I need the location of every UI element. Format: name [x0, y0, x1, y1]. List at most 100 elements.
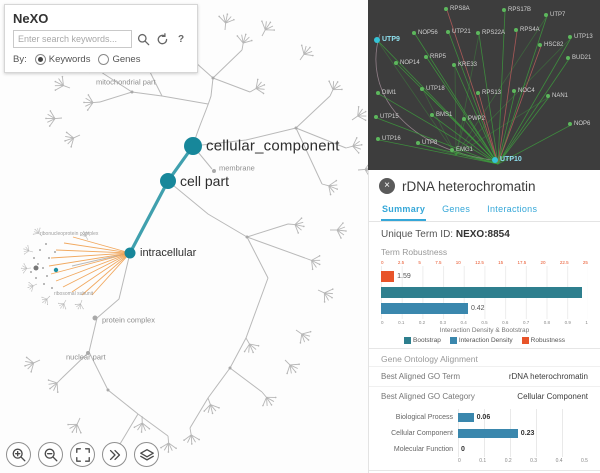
search-input[interactable] [13, 30, 132, 48]
network-edge [414, 33, 499, 165]
layers-button[interactable] [134, 442, 159, 467]
orange-edge-fan [48, 236, 131, 296]
network-node-rrp5[interactable]: RRP5 [424, 54, 446, 60]
best-go-term-row: Best Aligned GO Term rDNA heterochromati… [369, 366, 600, 386]
term-node-label-mitochondrial-part[interactable]: mitochondrial part [96, 77, 156, 87]
bar[interactable] [381, 287, 582, 298]
axis-tick: 7.5 [435, 260, 442, 265]
network-node-rps17b[interactable]: RPS17B [502, 7, 531, 13]
axis-tick: 1 [585, 320, 588, 325]
biological-process-section-header: Biological Process [369, 470, 600, 473]
network-edge [497, 124, 572, 165]
fit-to-screen-button[interactable] [70, 442, 95, 467]
details-tabs: Summary Genes Interactions [369, 198, 600, 222]
go-category-label: Molecular Function [393, 445, 453, 453]
term-node-label-nuclear-part[interactable]: nuclear part [66, 352, 106, 362]
network-node-utp15[interactable]: UTP15 [374, 114, 399, 120]
zoom-out-button[interactable] [38, 442, 63, 467]
search-icon[interactable] [135, 31, 151, 47]
network-node-utp10[interactable]: UTP10 [492, 156, 522, 163]
axis-tick: 0.7 [522, 320, 530, 325]
network-node-rps13[interactable]: RPS13 [476, 90, 501, 96]
axis-tick: 0.5 [581, 458, 588, 464]
term-node-label-cell-part[interactable]: cell part [180, 173, 230, 189]
term-node-label-ribonucleoprotein-complex[interactable]: ribonucleoprotein complex [40, 231, 99, 237]
bar[interactable] [381, 271, 395, 282]
tab-interactions[interactable]: Interactions [487, 204, 538, 214]
network-node-hsc82[interactable]: HSC82 [538, 42, 563, 48]
network-edge [422, 89, 499, 165]
node-dot-icon [566, 56, 570, 60]
reset-icon[interactable] [154, 31, 170, 47]
network-node-noc4[interactable]: NOC4 [512, 88, 535, 94]
term-node-label-cellular-component[interactable]: cellular_component [206, 137, 340, 155]
go-category-label: Biological Process [395, 413, 453, 421]
node-dot-icon [568, 122, 572, 126]
bar[interactable] [458, 412, 474, 422]
network-node-utp16[interactable]: UTP16 [376, 136, 401, 142]
network-node-nop56[interactable]: NOP56 [412, 30, 438, 36]
axis-tick: 12.5 [475, 260, 484, 265]
network-node-utp7[interactable]: UTP7 [544, 12, 565, 18]
radio-genes-label: Genes [112, 54, 141, 65]
radio-genes[interactable]: Genes [98, 54, 140, 65]
kv-label: Best Aligned GO Category [381, 392, 475, 401]
network-node-nop14[interactable]: NOP14 [394, 60, 420, 66]
network-node-dim1[interactable]: DIM1 [376, 90, 396, 96]
network-node-bms1[interactable]: BMS1 [430, 112, 452, 118]
term-node-label-protein-complex[interactable]: protein complex [102, 315, 155, 325]
node-dot-icon [446, 30, 450, 34]
network-node-nop6[interactable]: NOP6 [568, 121, 590, 127]
app-logo: NeXO [13, 11, 49, 26]
zoom-in-button[interactable] [6, 442, 31, 467]
bar-row-robustness: 1.59 [381, 270, 588, 283]
bar[interactable] [381, 303, 468, 314]
term-node-label-intracellular[interactable]: intracellular [140, 247, 197, 259]
axis-tick: 0 [381, 320, 384, 325]
network-node-pwp2[interactable]: PWP2 [462, 116, 485, 122]
network-node-rps22a[interactable]: RPS22A [476, 30, 505, 36]
network-node-emg1[interactable]: EMG1 [450, 147, 473, 153]
help-icon[interactable]: ? [173, 31, 189, 47]
network-node-utp13[interactable]: UTP13 [568, 34, 593, 40]
term-node-label-membrane[interactable]: membrane [219, 163, 255, 173]
network-node-utp21[interactable]: UTP21 [446, 29, 471, 35]
tree-tufts [20, 12, 368, 463]
network-node-bud21[interactable]: BUD21 [566, 55, 591, 61]
search-mode-radios: By: Keywords Genes [13, 54, 189, 65]
bar-value-label: 0 [461, 445, 465, 453]
network-edge [422, 89, 457, 156]
network-node-kre33[interactable]: KRE33 [452, 62, 477, 68]
legend-item: Interaction Density [449, 337, 513, 344]
network-node-utp9[interactable]: UTP9 [374, 36, 400, 43]
network-node-utp8[interactable]: UTP8 [416, 140, 437, 146]
axis-tick: 0.9 [564, 320, 571, 325]
network-node-utp18[interactable]: UTP18 [420, 86, 445, 92]
network-edge [454, 65, 457, 156]
network-node-rps8a[interactable]: RPS8A [444, 6, 470, 12]
go-bar-area: 0.06 [458, 409, 588, 425]
go-category-label: Cellular Component [391, 429, 453, 437]
axis-tick: 0.8 [543, 320, 551, 325]
network-edge [497, 15, 548, 165]
term-node-label-ribosomal-subunit[interactable]: ribosomal subunit [54, 291, 94, 297]
double-chevron-icon [109, 449, 120, 460]
network-node-rps4a[interactable]: RPS4A [514, 27, 540, 33]
expand-button[interactable] [102, 442, 127, 467]
branch-dots [86, 76, 298, 392]
network-edge [497, 96, 550, 165]
unique-term-id: Unique Term ID: NEXO:8854 [369, 222, 600, 242]
close-icon[interactable]: × [379, 178, 395, 194]
legend-swatch-icon [449, 337, 457, 344]
node-dot-icon [476, 91, 480, 95]
network-node-nan1[interactable]: NAN1 [546, 93, 568, 99]
bar[interactable] [458, 428, 518, 438]
radio-keywords[interactable]: Keywords [34, 54, 90, 65]
tab-genes[interactable]: Genes [442, 204, 471, 214]
tab-summary[interactable]: Summary [381, 200, 427, 221]
node-dot-icon [376, 137, 380, 141]
go-bar-area: 0 [458, 441, 588, 457]
